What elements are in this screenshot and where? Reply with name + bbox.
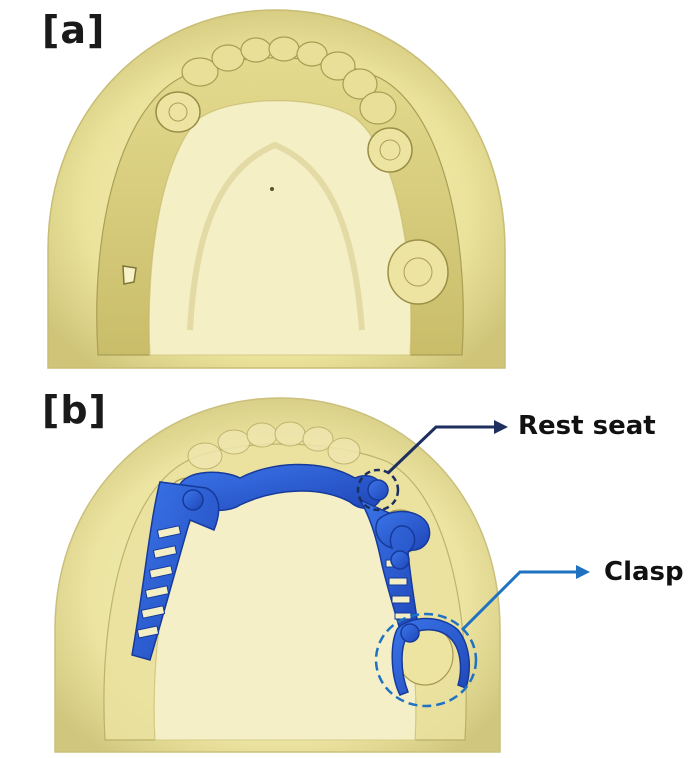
dental-cast-a: [47, 9, 506, 369]
left-lattice-holes: [136, 525, 182, 639]
clasp: [391, 617, 471, 696]
anterior-teeth-a: [181, 36, 397, 125]
clasp-rest: [400, 623, 420, 643]
clasp-arrowhead: [576, 565, 590, 579]
ridge-marker-a: [122, 265, 137, 285]
panel-label-b: [b]: [42, 388, 107, 432]
rest-seat-label: Rest seat: [518, 411, 656, 441]
posterior-teeth-a: [155, 91, 449, 305]
dental-cast-b: [54, 397, 501, 753]
clasp-callout: [374, 565, 590, 708]
palate-a: [148, 100, 412, 356]
left-rest: [182, 489, 204, 511]
clasp-ring: [374, 612, 478, 708]
premolar-rest: [390, 550, 410, 570]
rest-seat-arrowhead: [494, 420, 508, 434]
palate-dot-a: [270, 187, 274, 191]
premolar-clasp: [375, 510, 431, 551]
rest-seat-ring: [356, 468, 400, 512]
clasp-leader: [460, 570, 576, 632]
rest-seat-callout: [356, 420, 508, 512]
clasp-label: Clasp: [604, 557, 684, 587]
rest-seat-leader: [386, 425, 494, 475]
rpd-framework: [131, 463, 471, 696]
panel-label-a: [a]: [42, 8, 106, 52]
rest-seat: [367, 479, 389, 501]
anterior-teeth-b: [187, 421, 361, 470]
palate-fold-a: [187, 141, 365, 331]
